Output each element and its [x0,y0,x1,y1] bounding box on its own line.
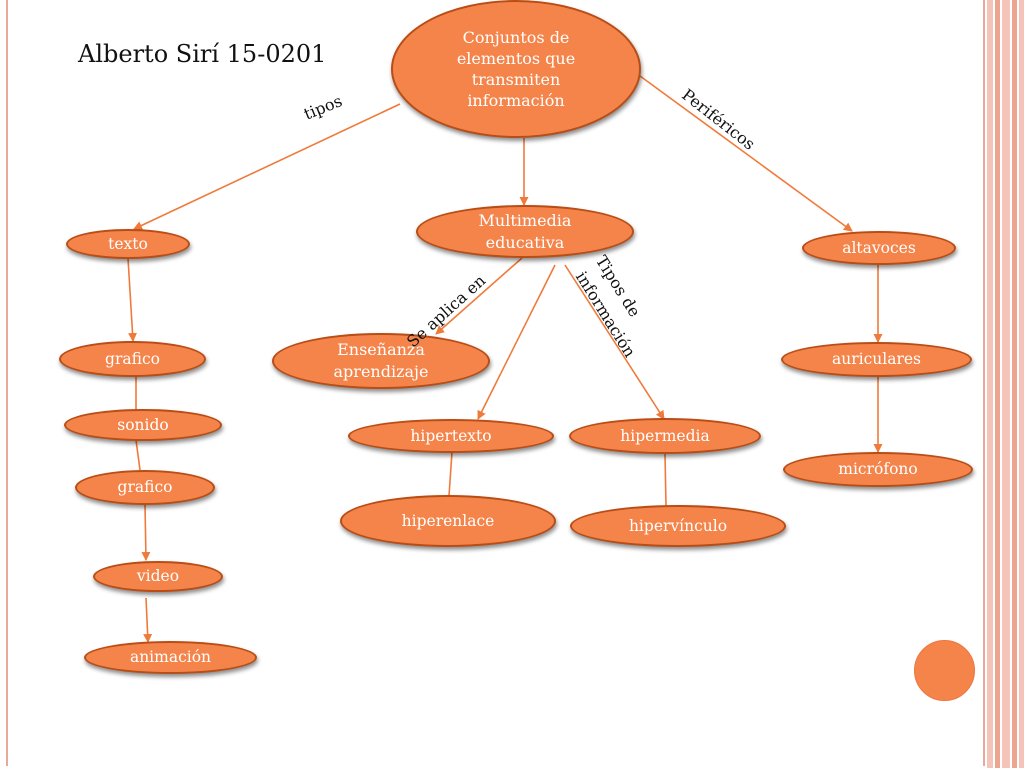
line-sonido-grafico [135,439,141,471]
arrow-root-altavoces [639,75,853,232]
right-stripe-3 [1002,0,1010,768]
slide-border [6,0,985,766]
arrow-video-animacion [143,597,153,643]
node-root: Conjuntos de elementos que transmiten in… [391,0,641,138]
line-hipertexto-hiperenlace [448,451,453,497]
node-animacion: animación [84,641,257,674]
node-altavoces: altavoces [802,231,956,265]
node-ensenanza: Enseñanza aprendizaje [272,333,490,389]
node-video: video [93,561,223,592]
node-grafico-2: grafico [75,470,215,505]
arrow-grafico-video [141,504,151,561]
right-stripe-1 [987,0,993,768]
node-auriculares: auriculares [781,342,972,377]
arrow-multimedia-hipertexto [477,264,556,420]
node-grafico-1: grafico [59,341,206,377]
node-hiperenlace: hiperenlace [340,495,556,547]
line-hipermedia-hipervinculo [664,453,667,507]
node-multimedia: Multimedia educativa [416,205,634,258]
node-hipertexto: hipertexto [348,419,554,453]
node-sonido: sonido [64,409,222,441]
arrow-multimedia-hipermedia [564,264,665,420]
node-hipervinculo: hipervínculo [570,505,786,547]
decorative-circle [914,640,975,701]
node-microfono: micrófono [783,452,973,487]
arrow-texto-grafico [127,257,138,342]
node-texto: texto [66,229,190,259]
right-stripe-4 [1012,0,1017,768]
arrow-multimedia-ensenanza [435,257,523,335]
arrow-root-texto [133,103,401,230]
right-stripe-2 [995,0,1000,768]
right-stripe-5 [1019,0,1024,768]
node-hipermedia: hipermedia [569,418,761,454]
author-title: Alberto Sirí 15-0201 [78,40,327,68]
